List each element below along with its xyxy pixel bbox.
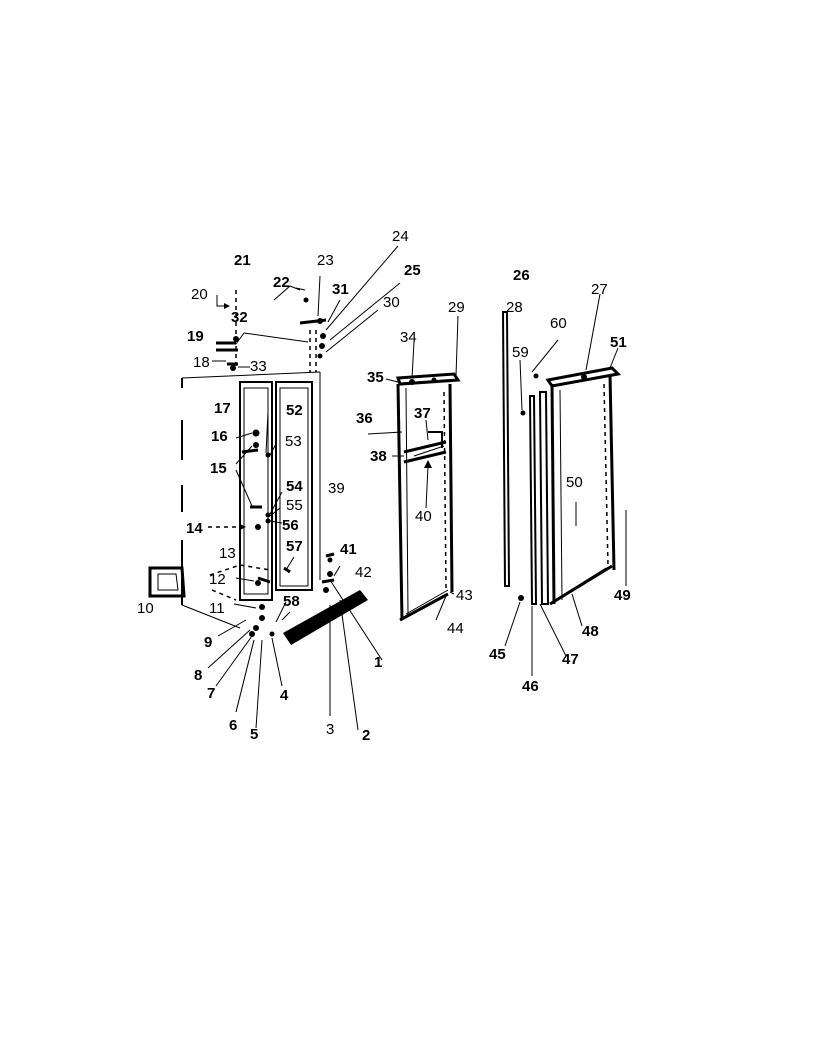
callout-34: 34 [400, 329, 417, 346]
callout-1: 1 [374, 654, 383, 671]
top-hinge-parts [212, 287, 327, 372]
callout-9: 9 [204, 634, 213, 651]
callout-31: 31 [332, 281, 349, 298]
callout-40: 40 [415, 508, 432, 525]
callout-52: 52 [286, 402, 303, 419]
callout-11: 11 [209, 600, 225, 617]
callout-42: 42 [355, 564, 372, 581]
callout-41: 41 [340, 541, 357, 558]
callout-17: 17 [214, 400, 231, 417]
callout-18: 18 [193, 354, 210, 371]
callout-49: 49 [614, 587, 631, 604]
callout-14: 14 [186, 520, 203, 537]
callout-48: 48 [582, 623, 599, 640]
callout-51: 51 [610, 334, 627, 351]
callout-29: 29 [448, 299, 465, 316]
callout-16: 16 [211, 428, 228, 445]
callout-36: 36 [356, 410, 373, 427]
callout-19: 19 [187, 328, 204, 345]
callout-13: 13 [219, 545, 236, 562]
callout-12: 12 [209, 571, 226, 588]
callout-50: 50 [566, 474, 583, 491]
callout-35: 35 [367, 369, 384, 386]
callout-59: 59 [512, 344, 529, 361]
callout-54: 54 [286, 478, 303, 495]
callout-46: 46 [522, 678, 539, 695]
callout-7: 7 [207, 685, 216, 702]
callout-8: 8 [194, 667, 203, 684]
callout-2: 2 [362, 727, 371, 744]
callout-27: 27 [591, 281, 608, 298]
callout-43: 43 [456, 587, 473, 604]
callout-39: 39 [328, 480, 345, 497]
callout-44: 44 [447, 620, 464, 637]
callout-20: 20 [191, 286, 208, 303]
callout-15: 15 [210, 460, 227, 477]
leader-lines-left [207, 245, 401, 729]
callout-4: 4 [280, 687, 289, 704]
callout-60: 60 [550, 315, 567, 332]
callout-10: 10 [137, 600, 154, 617]
callout-37: 37 [414, 405, 431, 422]
callout-57: 57 [286, 538, 303, 555]
callout-3: 3 [326, 721, 335, 738]
callout-55: 55 [286, 497, 303, 514]
callout-30: 30 [383, 294, 400, 311]
callout-56: 56 [282, 517, 299, 534]
callout-32: 32 [231, 309, 248, 326]
door-liner-and-gasket [501, 293, 627, 676]
callout-38: 38 [370, 448, 387, 465]
freezer-door [367, 315, 461, 622]
callout-24: 24 [392, 228, 409, 245]
callout-23: 23 [317, 252, 334, 269]
bottom-hinge-and-grille [148, 552, 383, 731]
callout-25: 25 [404, 262, 421, 279]
callout-28: 28 [506, 299, 523, 316]
callout-21: 21 [234, 252, 251, 269]
callout-5: 5 [250, 726, 259, 743]
callout-53: 53 [285, 433, 302, 450]
callout-22: 22 [273, 274, 290, 291]
callout-33: 33 [250, 358, 267, 375]
callout-6: 6 [229, 717, 238, 734]
cabinet-fasteners [209, 429, 291, 637]
callout-58: 58 [283, 593, 300, 610]
callout-47: 47 [562, 651, 579, 668]
callout-45: 45 [489, 646, 506, 663]
callout-26: 26 [513, 267, 530, 284]
